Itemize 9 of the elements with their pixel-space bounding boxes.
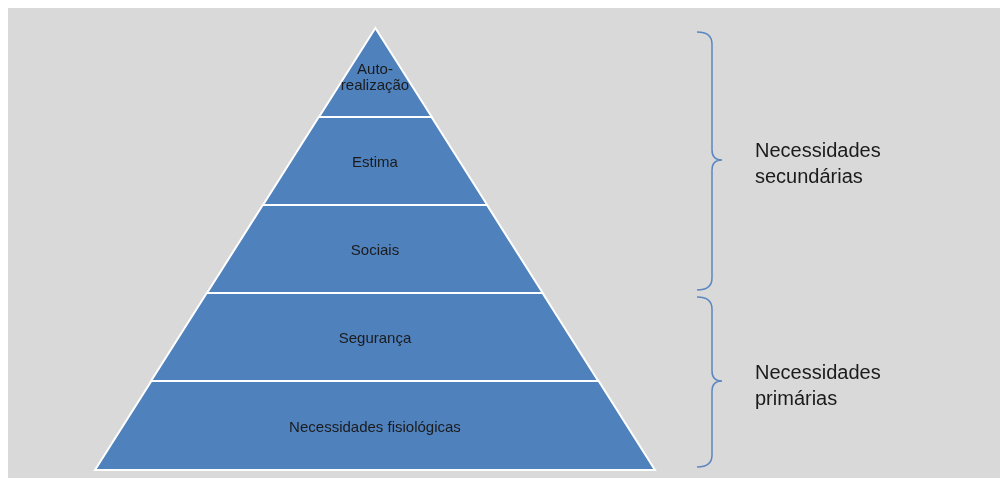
level-label: Estima <box>351 152 399 170</box>
level-label: Segurança <box>337 328 413 346</box>
pyramid-level <box>207 205 543 293</box>
group-label: Necessidades secundárias <box>755 138 882 189</box>
level-label: Necessidades fisiológicas <box>288 417 462 434</box>
level-label: Auto-realização <box>339 60 411 94</box>
group-label: Necessidades primárias <box>755 360 882 411</box>
pyramid-level <box>262 117 488 205</box>
level-label: Sociais <box>349 240 401 258</box>
